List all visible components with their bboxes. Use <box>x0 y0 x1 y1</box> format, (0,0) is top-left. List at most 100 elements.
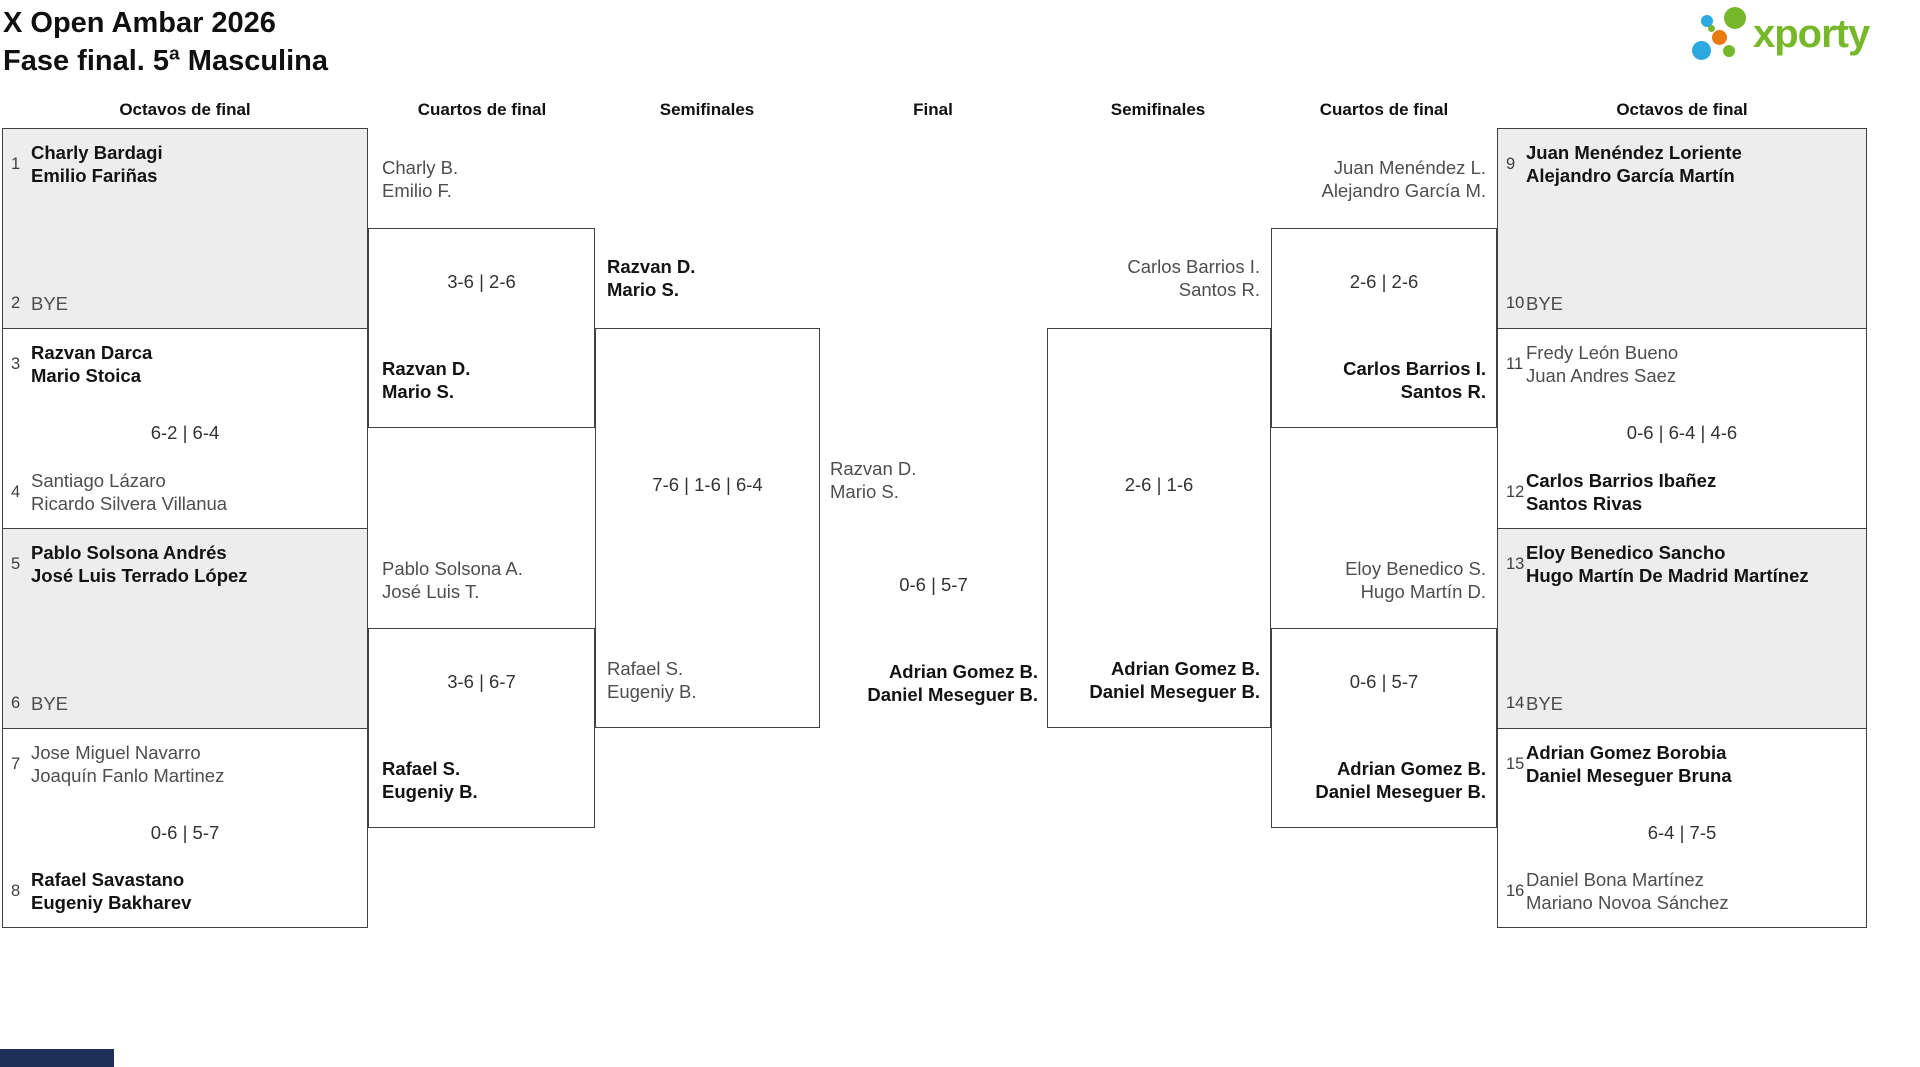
page-title: X Open Ambar 2026 Fase final. 5ª Masculi… <box>3 4 328 80</box>
player-name: Adrian Gomez B. <box>1336 758 1486 779</box>
team-names: Rafael Savastano Eugeniy Bakharev <box>31 868 191 914</box>
player-name: Eugeniy Bakharev <box>31 892 192 913</box>
team-names: Fredy León Bueno Juan Andres Saez <box>1526 341 1678 387</box>
cuartos-match-box-right-2 <box>1271 628 1497 828</box>
team-label: Charly B. Emilio F. <box>382 156 458 202</box>
cuartos-match-box-left-1 <box>368 228 595 428</box>
logo-wordmark: xporty <box>1753 12 1870 56</box>
player-name: Pablo Solsona Andrés <box>31 542 227 563</box>
round-header-cuartos-right: Cuartos de final <box>1319 100 1449 119</box>
team-label: Razvan D. Mario S. <box>607 255 695 301</box>
round-header-final: Final <box>913 100 953 119</box>
team-names: Carlos Barrios Ibañez Santos Rivas <box>1526 469 1716 515</box>
player-name: Daniel Meseguer B. <box>1089 681 1260 702</box>
match-score: 2-6 | 1-6 <box>1124 474 1194 495</box>
round-header-semis-left: Semifinales <box>659 100 755 119</box>
logo-dot-green-small-icon <box>1723 45 1735 57</box>
seed-number: 15 <box>1506 754 1525 773</box>
team-names: Jose Miguel Navarro Joaquín Fanlo Martin… <box>31 741 224 787</box>
logo-dot-blue-big-icon <box>1692 41 1711 60</box>
player-name: Jose Miguel Navarro <box>31 742 201 763</box>
player-name: Mario S. <box>830 481 899 502</box>
player-name: Eugeniy B. <box>607 681 697 702</box>
team-names: Adrian Gomez Borobia Daniel Meseguer Bru… <box>1526 741 1732 787</box>
player-name: Eloy Benedico Sancho <box>1526 542 1726 563</box>
team-row: 3 Razvan Darca Mario Stoica <box>11 341 152 387</box>
octavos-match-box-5: 9 Juan Menéndez Loriente Alejandro Garcí… <box>1497 128 1867 329</box>
player-name: Razvan D. <box>382 358 471 379</box>
team-names: BYE <box>1526 692 1563 715</box>
player-name: Rafael Savastano <box>31 869 185 890</box>
octavos-match-box-6: 11 Fredy León Bueno Juan Andres Saez 0-6… <box>1497 328 1867 529</box>
octavos-match-box-2: 3 Razvan Darca Mario Stoica 6-2 | 6-4 4 … <box>2 328 368 529</box>
octavos-match-box-4: 7 Jose Miguel Navarro Joaquín Fanlo Mart… <box>2 728 368 928</box>
seed-number: 2 <box>11 294 21 312</box>
finalist-label: Razvan D. Mario S. <box>830 457 916 503</box>
team-label: Adrian Gomez B. Daniel Meseguer B. <box>1315 757 1486 803</box>
match-score: 7-6 | 1-6 | 6-4 <box>652 474 763 495</box>
seed-number: 6 <box>11 694 21 712</box>
player-name: Razvan Darca <box>31 342 153 363</box>
player-name: Adrian Gomez B. <box>1110 658 1260 679</box>
team-names: Santiago Lázaro Ricardo Silvera Villanua <box>31 469 227 515</box>
xporty-logo[interactable]: xporty <box>1680 0 1915 75</box>
player-name: Daniel Meseguer B. <box>1315 781 1486 802</box>
player-name: BYE <box>1526 293 1564 314</box>
player-name: BYE <box>1526 693 1564 714</box>
player-name: Mario S. <box>382 381 454 402</box>
octavos-match-box-1: 1 Charly Bardagi Emilio Fariñas 2 BYE <box>2 128 368 329</box>
team-row: 8 Rafael Savastano Eugeniy Bakharev <box>11 868 191 914</box>
player-name: Carlos Barrios I. <box>1127 256 1260 277</box>
player-name: Adrian Gomez B. <box>888 661 1038 682</box>
player-name: Rafael S. <box>607 658 684 679</box>
round-header-cuartos-left: Cuartos de final <box>417 100 547 119</box>
seed-number: 14 <box>1506 694 1525 712</box>
logo-dot-green-tiny-icon <box>1708 25 1715 32</box>
team-names: BYE <box>31 692 68 715</box>
team-row: 1 Charly Bardagi Emilio Fariñas <box>11 141 163 187</box>
player-name: Juan Andres Saez <box>1526 365 1677 386</box>
finalist-label-champion: Adrian Gomez B. Daniel Meseguer B. <box>867 660 1038 706</box>
player-name: Carlos Barrios I. <box>1343 358 1486 379</box>
match-score: 0-6 | 5-7 <box>1349 671 1419 692</box>
player-name: Pablo Solsona A. <box>382 558 523 579</box>
team-names: Pablo Solsona Andrés José Luis Terrado L… <box>31 541 248 587</box>
octavos-match-box-3: 5 Pablo Solsona Andrés José Luis Terrado… <box>2 528 368 729</box>
player-name: BYE <box>31 293 69 314</box>
player-name: Eloy Benedico S. <box>1345 558 1486 579</box>
seed-number: 12 <box>1506 482 1525 501</box>
team-row: 12 Carlos Barrios Ibañez Santos Rivas <box>1506 469 1716 515</box>
seed-number: 4 <box>11 482 21 501</box>
player-name: Alejandro García Martín <box>1526 165 1735 186</box>
match-score: 0-6 | 5-7 <box>150 822 220 843</box>
octavos-match-box-8: 15 Adrian Gomez Borobia Daniel Meseguer … <box>1497 728 1867 928</box>
player-name: Daniel Bona Martínez <box>1526 869 1704 890</box>
logo-dot-orange-icon <box>1712 30 1727 45</box>
tournament-name: X Open Ambar 2026 <box>3 7 276 39</box>
player-name: Joaquín Fanlo Martinez <box>31 765 225 786</box>
player-name: BYE <box>31 693 69 714</box>
match-score: 0-6 | 6-4 | 4-6 <box>1626 422 1738 443</box>
player-name: Santos R. <box>1178 279 1260 300</box>
seed-number: 1 <box>11 154 21 173</box>
seed-number: 7 <box>11 754 21 773</box>
player-name: Eugeniy B. <box>382 781 478 802</box>
team-row: 10 BYE <box>1506 292 1563 315</box>
player-name: Santiago Lázaro <box>31 470 166 491</box>
match-score: 3-6 | 2-6 <box>447 271 516 292</box>
round-header-semis-right: Semifinales <box>1110 100 1206 119</box>
cuartos-match-box-left-2 <box>368 628 595 828</box>
octavos-match-box-7: 13 Eloy Benedico Sancho Hugo Martín De M… <box>1497 528 1867 729</box>
team-label: Rafael S. Eugeniy B. <box>607 657 696 703</box>
team-row: 11 Fredy León Bueno Juan Andres Saez <box>1506 341 1678 387</box>
seed-number: 8 <box>11 881 21 900</box>
team-row: 7 Jose Miguel Navarro Joaquín Fanlo Mart… <box>11 741 224 787</box>
match-score: 6-4 | 7-5 <box>1647 822 1717 843</box>
player-name: Adrian Gomez Borobia <box>1526 742 1727 763</box>
player-name: Santos R. <box>1400 381 1486 402</box>
player-name: Fredy León Bueno <box>1526 342 1679 363</box>
team-row: 5 Pablo Solsona Andrés José Luis Terrado… <box>11 541 248 587</box>
team-names: Razvan Darca Mario Stoica <box>31 341 152 387</box>
seed-number: 5 <box>11 554 21 573</box>
player-name: Daniel Meseguer B. <box>867 684 1038 705</box>
